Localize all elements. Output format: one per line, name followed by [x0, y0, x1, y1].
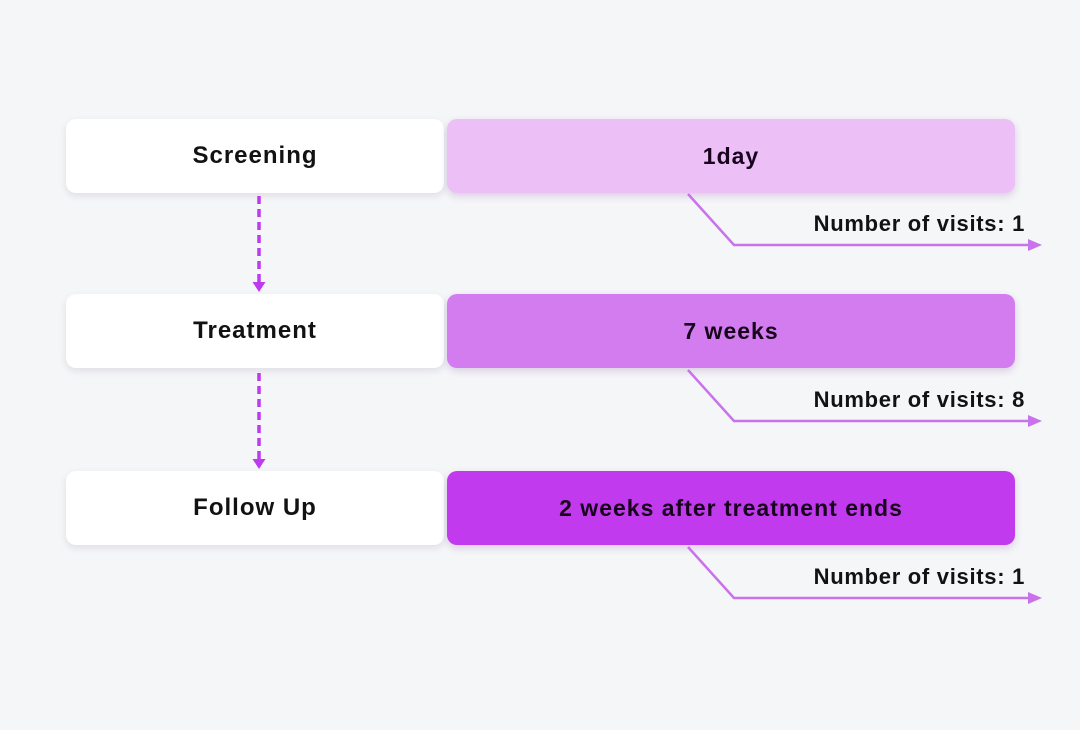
phase-label: Follow Up	[193, 494, 317, 521]
phase-label: Screening	[192, 142, 318, 169]
phase-row-screening: Screening 1day	[0, 119, 1080, 193]
phase-duration-bar: 1day	[447, 119, 1015, 193]
visits-label: Number of visits: 8	[813, 387, 1025, 412]
phase-row-followup: Follow Up 2 weeks after treatment ends	[0, 471, 1080, 545]
arrow-right-icon	[1028, 239, 1042, 251]
phase-duration-bar: 7 weeks	[447, 294, 1015, 368]
arrow-down-icon	[252, 459, 266, 469]
phase-label-box: Follow Up	[66, 471, 444, 545]
phase-duration: 7 weeks	[683, 317, 779, 344]
phase-label-box: Treatment	[66, 294, 444, 368]
arrow-right-icon	[1028, 415, 1042, 427]
phase-row-treatment: Treatment 7 weeks	[0, 294, 1080, 368]
phase-duration-bar: 2 weeks after treatment ends	[447, 471, 1015, 545]
visits-label: Number of visits: 1	[813, 564, 1025, 589]
phase-duration: 1day	[702, 142, 760, 169]
arrow-right-icon	[1028, 592, 1042, 604]
phase-label-box: Screening	[66, 119, 444, 193]
arrow-down-icon	[252, 282, 266, 292]
visits-label: Number of visits: 1	[813, 211, 1025, 236]
phase-label: Treatment	[193, 317, 317, 344]
phase-duration: 2 weeks after treatment ends	[559, 494, 903, 521]
